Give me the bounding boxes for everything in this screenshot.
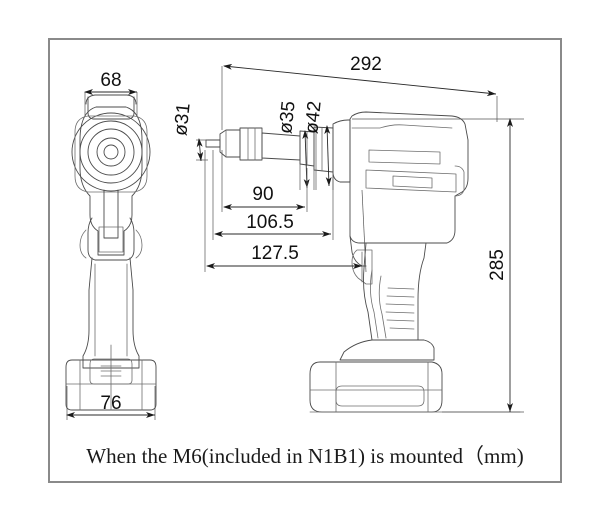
dimension-label-292: 292	[350, 54, 382, 75]
dimension-label-127-5: 127.5	[251, 243, 299, 264]
dimension-dia31: ø31	[170, 102, 208, 162]
dimension-label-68: 68	[100, 70, 121, 91]
dimension-label-285: 285	[487, 249, 508, 281]
dimension-label-dia31: ø31	[170, 102, 194, 137]
dimension-dia42: ø42	[301, 100, 334, 190]
dimension-label-106-5: 106.5	[246, 212, 294, 233]
front-view-geometry	[65, 94, 157, 411]
dimension-90: 90	[221, 150, 308, 212]
dimension-68: 68	[84, 70, 138, 116]
dimension-label-90: 90	[252, 184, 273, 205]
dimension-76: 76	[66, 386, 156, 420]
figure-caption: When the M6(included in N1B1) is mounted…	[86, 444, 524, 468]
dimension-label-dia42: ø42	[301, 100, 325, 135]
dimension-292: 292	[221, 54, 498, 130]
dimension-dia35: ø35	[275, 100, 315, 190]
dimension-label-dia35: ø35	[275, 100, 299, 135]
dimension-127-5: 127.5	[204, 150, 367, 273]
dimension-106-5: 106.5	[212, 150, 334, 240]
dimension-285: 285	[352, 118, 524, 413]
dimension-label-76: 76	[100, 393, 121, 414]
